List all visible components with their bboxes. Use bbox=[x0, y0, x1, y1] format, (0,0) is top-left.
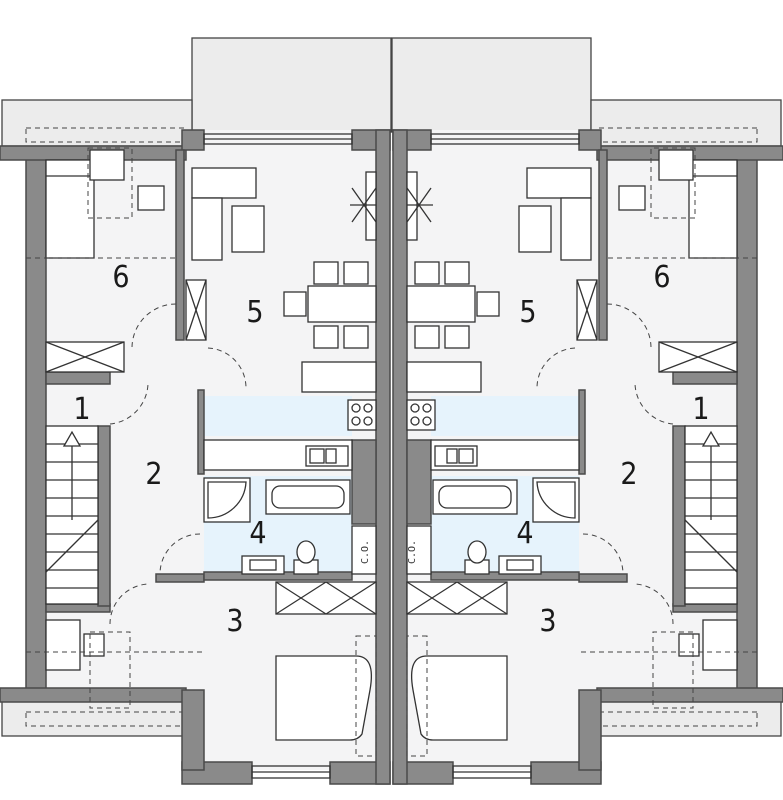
unit-right bbox=[391, 37, 783, 785]
room-6-label: 6 bbox=[653, 260, 670, 295]
room-3-label: 3 bbox=[539, 604, 556, 639]
room-3-label: 3 bbox=[226, 604, 243, 639]
room-4-label: 4 bbox=[249, 516, 266, 551]
closet-co-label: C.O. bbox=[407, 540, 418, 564]
room-2-label: 2 bbox=[145, 457, 162, 492]
closet-co-label: C.O. bbox=[360, 540, 371, 564]
room-5-label: 5 bbox=[246, 295, 263, 330]
room-1-label: 1 bbox=[73, 392, 90, 427]
room-1-label: 1 bbox=[692, 392, 709, 427]
room-6-label: 6 bbox=[112, 260, 129, 295]
room-2-label: 2 bbox=[620, 457, 637, 492]
room-4-label: 4 bbox=[516, 516, 533, 551]
unit-left bbox=[0, 37, 392, 785]
room-5-label: 5 bbox=[519, 295, 536, 330]
